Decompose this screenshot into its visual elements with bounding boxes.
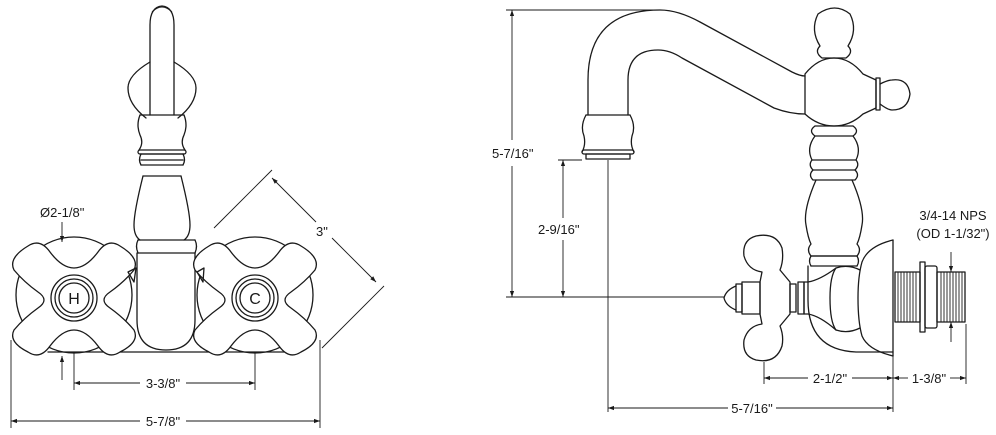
center-spacing-label: 3-3/8": [146, 376, 181, 391]
spout-reach-label: 5-7/16": [731, 401, 773, 416]
overall-width-label: 5-7/8": [146, 414, 181, 429]
cold-handle[interactable]: C: [192, 236, 318, 356]
hot-letter: H: [68, 291, 80, 308]
side-cross-handle-icon: [743, 234, 791, 362]
thread-note-line1: 3/4-14 NPS: [919, 208, 987, 223]
front-dimensions: Ø2-1/8" 3" 3-3/8" 5-7/8": [10, 169, 385, 429]
hot-handle[interactable]: H: [11, 236, 137, 356]
cold-cross-handle-icon: [192, 242, 318, 356]
overall-height-label: 5-7/16": [492, 146, 534, 161]
shank-length-label: 1-3/8": [912, 371, 947, 386]
handle-to-wall-label: 2-1/2": [813, 371, 848, 386]
wall-flange: [797, 239, 894, 357]
spout-front: [127, 5, 197, 119]
threaded-shank: [894, 261, 966, 333]
side-handle[interactable]: [723, 234, 797, 362]
spout-side[interactable]: [581, 9, 806, 160]
spout-clearance-label: 2-9/16": [538, 222, 580, 237]
cold-letter: C: [249, 291, 261, 308]
escutcheon-diameter-label: Ø2-1/8": [40, 205, 85, 220]
handle-diagonal-label: 3": [316, 224, 328, 239]
front-view: H C Ø2-1/8" 3": [10, 5, 385, 429]
side-dimensions: 5-7/16" 2-9/16" 5-7/16" 2-1/2" 1-3/8": [492, 9, 990, 416]
thread-note-line2: (OD 1-1/32"): [916, 226, 989, 241]
hot-cross-handle-icon: [11, 242, 137, 356]
side-view: 5-7/16" 2-9/16" 5-7/16" 2-1/2" 1-3/8": [492, 7, 990, 416]
body-side: [804, 7, 911, 353]
